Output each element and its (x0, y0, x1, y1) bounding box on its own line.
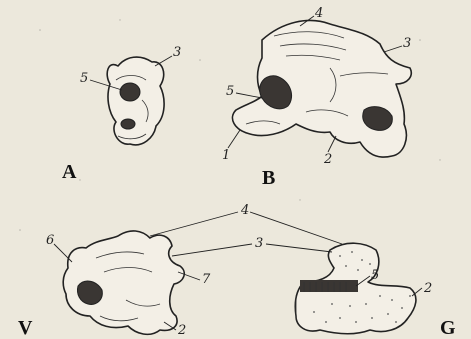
panel-g-canal (300, 280, 358, 292)
label-1-b: 1 (222, 148, 230, 163)
panel-v-bone (63, 231, 184, 334)
label-5-b: 5 (226, 84, 234, 99)
label-4-shared: 4 (240, 203, 249, 218)
panel-letter-a: A (62, 161, 77, 183)
label-2-b: 2 (323, 152, 332, 167)
shared-labels: 4 3 (150, 203, 342, 256)
label-3-b: 3 (403, 36, 411, 51)
label-7-v: 7 (202, 272, 211, 287)
panel-a-bone (107, 57, 164, 145)
panel-letter-v: V (18, 317, 33, 339)
label-4-b: 4 (314, 6, 323, 21)
panel-b-bone (232, 21, 411, 158)
label-3-a: 3 (173, 45, 181, 60)
label-2-g: 2 (423, 281, 432, 296)
label-3-shared: 3 (255, 236, 263, 251)
label-5-a: 5 (80, 71, 88, 86)
panel-letter-g: G (440, 317, 456, 339)
panel-letter-b: B (262, 167, 275, 189)
label-5-g: 5 (371, 268, 379, 283)
label-2-v: 2 (177, 323, 186, 338)
panel-g-bone (295, 243, 416, 334)
label-6-v: 6 (46, 233, 54, 248)
